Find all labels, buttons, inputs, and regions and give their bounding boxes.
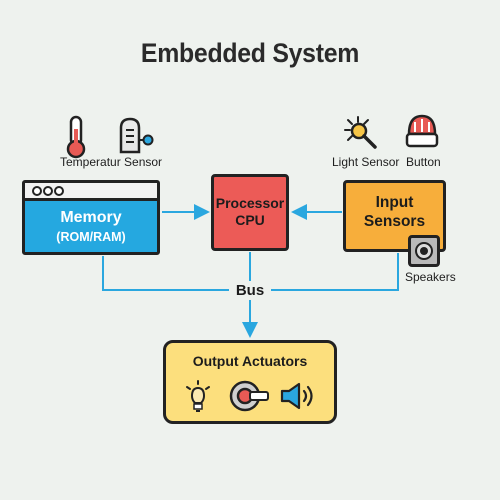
processor-line2: CPU — [235, 212, 265, 228]
memory-title: Memory — [60, 209, 122, 226]
thermometer-icon — [66, 115, 86, 159]
light-sensor-icon — [344, 116, 377, 149]
temperature-sensor-label: Temperatur Sensor — [60, 155, 163, 169]
window-dot-icon — [32, 186, 42, 196]
sound-icon — [280, 382, 313, 410]
bus-line-left — [102, 256, 229, 291]
sensor-probe-icon — [119, 117, 154, 154]
input-sensors-label: Input Sensors — [346, 193, 443, 231]
processor-block: Processor CPU — [211, 174, 289, 251]
processor-label: Processor CPU — [214, 195, 286, 229]
output-actuators-title: Output Actuators — [192, 353, 308, 369]
speaker-icon — [408, 235, 440, 267]
button-label: Button — [406, 155, 441, 169]
processor-line1: Processor — [215, 195, 285, 211]
memory-subtitle: (ROM/RAM) — [56, 230, 126, 244]
light-bulb-icon — [186, 380, 210, 412]
bus-label: Bus — [229, 282, 271, 299]
page-title: Embedded System — [140, 38, 360, 68]
input-line1: Input — [375, 194, 414, 211]
button-dome-icon — [405, 114, 439, 148]
bus-line-right — [271, 253, 399, 291]
speakers-label: Speakers — [405, 270, 456, 284]
input-line2: Sensors — [363, 213, 426, 230]
window-dot-icon — [43, 186, 53, 196]
window-dot-icon — [54, 186, 64, 196]
memory-block: Memory (ROM/RAM) — [22, 180, 160, 255]
light-sensor-label: Light Sensor — [332, 155, 400, 169]
motor-icon — [229, 380, 269, 412]
